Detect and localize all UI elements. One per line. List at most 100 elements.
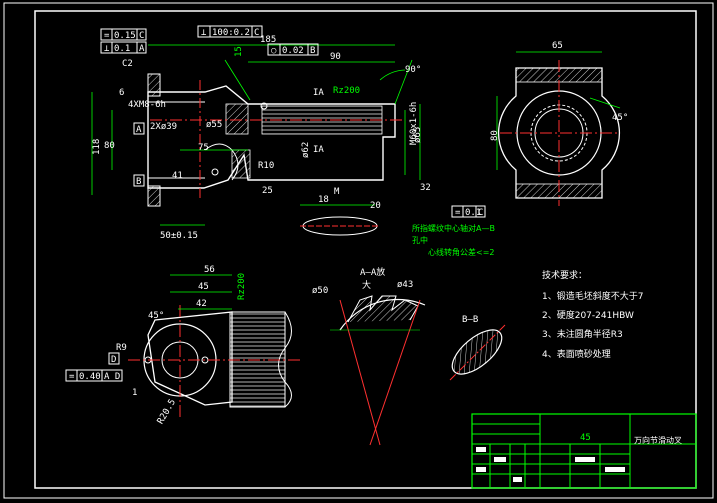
svg-text:18: 18 <box>318 195 329 205</box>
svg-text:32: 32 <box>420 183 431 193</box>
svg-text:R20.5: R20.5 <box>156 398 178 426</box>
tol-frame-3: ⊥ 100:0.2 C <box>197 25 263 38</box>
hole-marker-2 <box>211 168 219 176</box>
ear-lines <box>148 101 205 179</box>
title-material: 45 <box>580 433 591 443</box>
requirement-item: 2、硬度207-241HBW <box>542 309 634 321</box>
svg-text:B: B <box>136 177 141 187</box>
svg-text:90: 90 <box>330 52 341 62</box>
ear-hatch-top <box>147 73 161 97</box>
svg-text:0.1: 0.1 <box>465 208 481 218</box>
svg-text:大: 大 <box>362 279 371 291</box>
ear-hatch-bottom <box>147 185 161 207</box>
svg-text:IA: IA <box>313 88 324 98</box>
title-part-name: 万向节滑动叉 <box>634 435 682 445</box>
inner-border <box>34 10 697 489</box>
svg-text:Rz200: Rz200 <box>237 273 247 300</box>
svg-text:ø50: ø50 <box>312 286 328 296</box>
requirement-item: 1、锻造毛坯斜度不大于7 <box>542 290 643 302</box>
svg-text:Rz200: Rz200 <box>333 86 360 96</box>
hole-marker <box>260 102 268 110</box>
title-block: 45 万向节滑动叉 <box>471 413 697 489</box>
svg-text:4XM8-6h: 4XM8-6h <box>128 100 166 110</box>
svg-text:=: = <box>455 208 461 218</box>
main-dimension-texts: 185 90 15 C2 6 4XM8-6h 2Xø39 ø55 118 80 … <box>92 35 431 241</box>
svg-text:M60x1-6h: M60x1-6h <box>409 102 419 145</box>
svg-text:M: M <box>334 187 340 197</box>
svg-text:80: 80 <box>490 130 500 141</box>
svg-text:A: A <box>139 44 145 54</box>
svg-text:45°: 45° <box>148 311 164 321</box>
svg-text:41: 41 <box>172 171 183 181</box>
svg-text:80: 80 <box>104 141 115 151</box>
svg-text:⊥: ⊥ <box>104 44 110 54</box>
svg-text:0.1: 0.1 <box>114 44 130 54</box>
svg-text:A D: A D <box>104 372 120 382</box>
end-view: 65 80 45° <box>490 41 628 206</box>
svg-text:0.40: 0.40 <box>79 372 101 382</box>
main-dimension-lines <box>91 44 421 226</box>
outer-border <box>3 2 714 499</box>
datum-b: B <box>133 174 145 187</box>
tol-frame-6: = 0.40 A D <box>65 369 123 382</box>
svg-text:C: C <box>254 28 259 38</box>
svg-text:75: 75 <box>198 143 209 153</box>
svg-text:ø62: ø62 <box>301 142 311 158</box>
requirement-item: 4、表面喷砂处理 <box>542 348 611 360</box>
datum-a: A <box>133 122 145 135</box>
requirements-title: 技术要求： <box>542 269 587 281</box>
svg-text:A: A <box>136 125 142 135</box>
svg-text:0.15: 0.15 <box>114 31 136 41</box>
svg-text:45°: 45° <box>612 113 628 123</box>
svg-text:42: 42 <box>196 299 207 309</box>
tol-frame-2: ⊥ 0.1 A <box>100 41 147 54</box>
section-bb-view: B—B <box>449 315 506 381</box>
tol-frame-5: = 0.1 C <box>451 205 486 218</box>
svg-text:0.02: 0.02 <box>282 46 304 56</box>
section-aa-view: A—A放 大 ø50 ø43 <box>312 266 426 446</box>
svg-text:1: 1 <box>132 388 137 398</box>
svg-text:65: 65 <box>552 41 563 51</box>
tol-frame-4: ○ 0.02 B <box>267 43 319 56</box>
svg-text:ø43: ø43 <box>397 280 413 290</box>
svg-text:B—B: B—B <box>462 315 478 325</box>
svg-text:=: = <box>104 31 110 41</box>
svg-text:B: B <box>310 46 315 56</box>
svg-text:孔中: 孔中 <box>412 235 428 245</box>
svg-text:118: 118 <box>92 139 102 155</box>
svg-text:心线转角公差<=2: 心线转角公差<=2 <box>428 247 495 257</box>
svg-text:2Xø39: 2Xø39 <box>150 122 177 132</box>
note-block: 所指螺纹中心轴对A—B 孔中 心线转角公差<=2 <box>412 223 495 257</box>
svg-text:○: ○ <box>271 46 277 56</box>
svg-text:50±0.15: 50±0.15 <box>160 231 198 241</box>
svg-text:R10: R10 <box>258 161 274 171</box>
svg-text:45: 45 <box>198 282 209 292</box>
requirement-item: 3、未注圆角半径R3 <box>542 328 623 340</box>
yoke-outline <box>147 85 396 189</box>
svg-text:C: C <box>478 208 483 218</box>
svg-text:IA: IA <box>313 145 324 155</box>
tol-frame-1: = 0.15 C <box>100 28 147 41</box>
datum-d: D <box>108 352 120 365</box>
svg-text:D: D <box>111 355 116 365</box>
svg-text:所指螺纹中心轴对A—B: 所指螺纹中心轴对A—B <box>412 223 495 233</box>
svg-text:15: 15 <box>234 46 244 57</box>
svg-text:90°: 90° <box>405 65 421 75</box>
svg-text:C: C <box>139 31 144 41</box>
svg-text:56: 56 <box>204 265 215 275</box>
svg-text:ø55: ø55 <box>206 120 222 130</box>
svg-text:=: = <box>69 372 75 382</box>
svg-text:6: 6 <box>119 88 124 98</box>
svg-text:R9: R9 <box>116 343 127 353</box>
svg-text:⊥: ⊥ <box>201 28 207 38</box>
tech-requirements: 技术要求： 1、锻造毛坯斜度不大于7 2、硬度207-241HBW 3、未注圆角… <box>542 269 643 360</box>
svg-text:A—A放: A—A放 <box>360 266 385 278</box>
svg-text:185: 185 <box>260 35 276 45</box>
lower-view: 56 45 42 45° R9 1 R20.5 Rz200 <box>116 265 300 426</box>
svg-text:ø65: ø65 <box>413 127 423 143</box>
section-hatch-top <box>225 103 249 135</box>
svg-text:C2: C2 <box>122 59 133 69</box>
svg-text:20: 20 <box>370 201 381 211</box>
